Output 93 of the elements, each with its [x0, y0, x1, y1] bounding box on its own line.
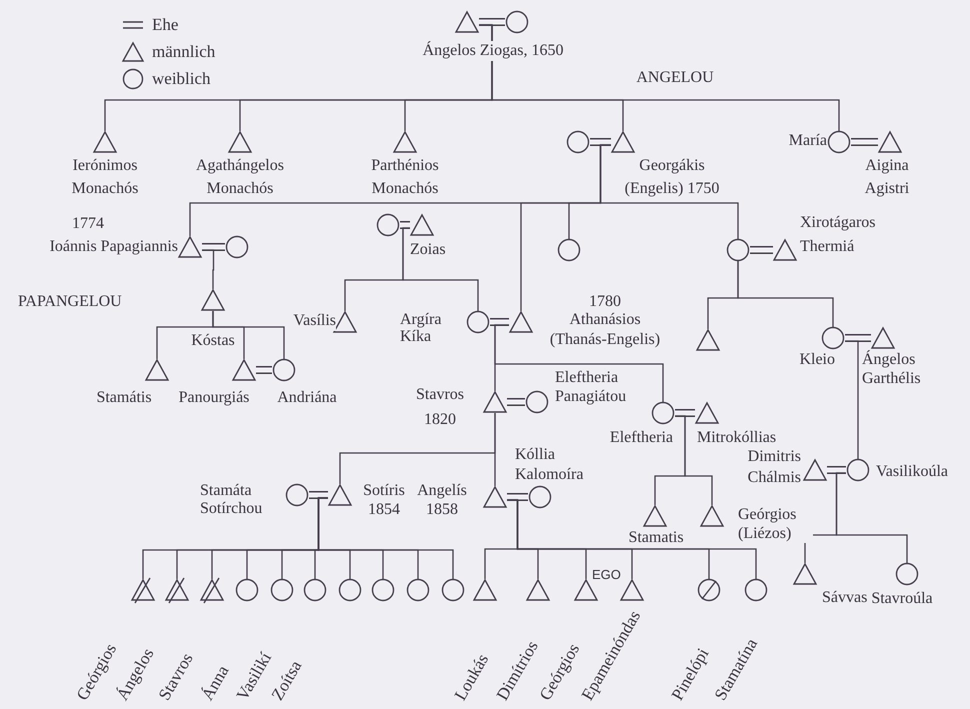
descent-line [479, 24, 840, 131]
legend-text: weiblich [152, 69, 211, 89]
marriage-line [827, 466, 846, 474]
person-name: Geórgios (Liézos) [738, 505, 813, 543]
person-name: Vasílis [293, 311, 336, 331]
male-symbol [611, 131, 635, 153]
descent-line [507, 499, 757, 579]
descent-line [675, 415, 713, 505]
marriage-line [851, 138, 878, 146]
descent-line [318, 497, 454, 579]
male-symbol [178, 236, 202, 258]
female-symbol [846, 459, 870, 481]
male-symbol [871, 327, 895, 349]
descent-line [402, 227, 479, 311]
person-name: Panourgiás [178, 388, 250, 408]
person-name: Ioánnis Papagiannis [50, 237, 178, 257]
deceased-male-symbol [165, 579, 189, 601]
deceased-female-symbol [697, 579, 721, 601]
male-symbol [574, 579, 598, 601]
descent-line [600, 144, 739, 239]
male-symbol [620, 579, 644, 601]
female-symbol [505, 11, 529, 33]
marriage-line [479, 18, 505, 26]
male-symbol [793, 563, 817, 585]
male-symbol [410, 214, 434, 236]
male-symbol [328, 484, 352, 506]
male-symbol [700, 505, 724, 527]
marriage-line [507, 398, 525, 406]
female-symbol [285, 484, 309, 506]
descent-line [494, 324, 664, 402]
female-symbol [338, 579, 362, 601]
male-symbol [878, 131, 902, 153]
female-symbol [651, 402, 675, 424]
male-symbol [473, 579, 497, 601]
male-symbol [483, 391, 507, 413]
descent-line [202, 249, 214, 289]
legend-text: Ehe [152, 15, 178, 35]
male-symbol [509, 311, 533, 333]
female-symbol [557, 239, 581, 261]
female-symbol [272, 359, 296, 381]
deceased-male-symbol [131, 579, 155, 601]
female-symbol [525, 391, 549, 413]
descent-line [494, 413, 496, 486]
male-symbol [695, 402, 719, 424]
female-symbol [303, 579, 327, 601]
descent-line [836, 472, 908, 563]
male-symbol [228, 131, 252, 153]
marriage-line [675, 409, 695, 417]
male-symbol [803, 459, 827, 481]
female-symbol [726, 239, 750, 261]
marriage-line [400, 221, 410, 229]
female-symbol [821, 327, 845, 349]
person-name: Ángelos Ziogas, 1650 [422, 41, 564, 61]
marriage-line [256, 366, 272, 374]
female-symbol [528, 486, 552, 508]
female-symbol [270, 579, 294, 601]
male-symbol [201, 289, 225, 311]
family-name-label: ANGELOU [636, 69, 714, 87]
male-symbol [483, 486, 507, 508]
marriage-line [202, 243, 225, 251]
legend-text: männlich [152, 42, 216, 62]
family-name-label: PAPANGELOU [18, 293, 122, 311]
female-symbol [895, 563, 919, 585]
female-symbol [827, 131, 851, 153]
ego-label: EGO [592, 566, 621, 584]
male-symbol [145, 359, 169, 381]
male-symbol [643, 505, 667, 527]
marriage-line [507, 493, 528, 501]
descent-line [737, 261, 834, 327]
male-symbol [773, 239, 797, 261]
descent-line [845, 340, 859, 459]
female-symbol [441, 579, 465, 601]
marriage-line [490, 318, 509, 326]
male-symbol [232, 359, 256, 381]
marriage-line [845, 334, 871, 342]
male-symbol [455, 11, 479, 33]
marriage-line [750, 246, 773, 254]
female-symbol [225, 236, 249, 258]
male-symbol [393, 131, 417, 153]
male-symbol [526, 579, 550, 601]
male-symbol [93, 131, 117, 153]
deceased-male-symbol [200, 579, 224, 601]
marriage-line [309, 491, 328, 499]
female-symbol [566, 131, 590, 153]
descent-line [212, 311, 285, 359]
female-symbol [744, 579, 768, 601]
female-symbol [235, 579, 259, 601]
female-symbol [376, 214, 400, 236]
female-symbol [406, 579, 430, 601]
female-symbol [371, 579, 395, 601]
male-symbol [696, 329, 720, 351]
female-symbol [466, 311, 490, 333]
marriage-line [590, 138, 611, 146]
